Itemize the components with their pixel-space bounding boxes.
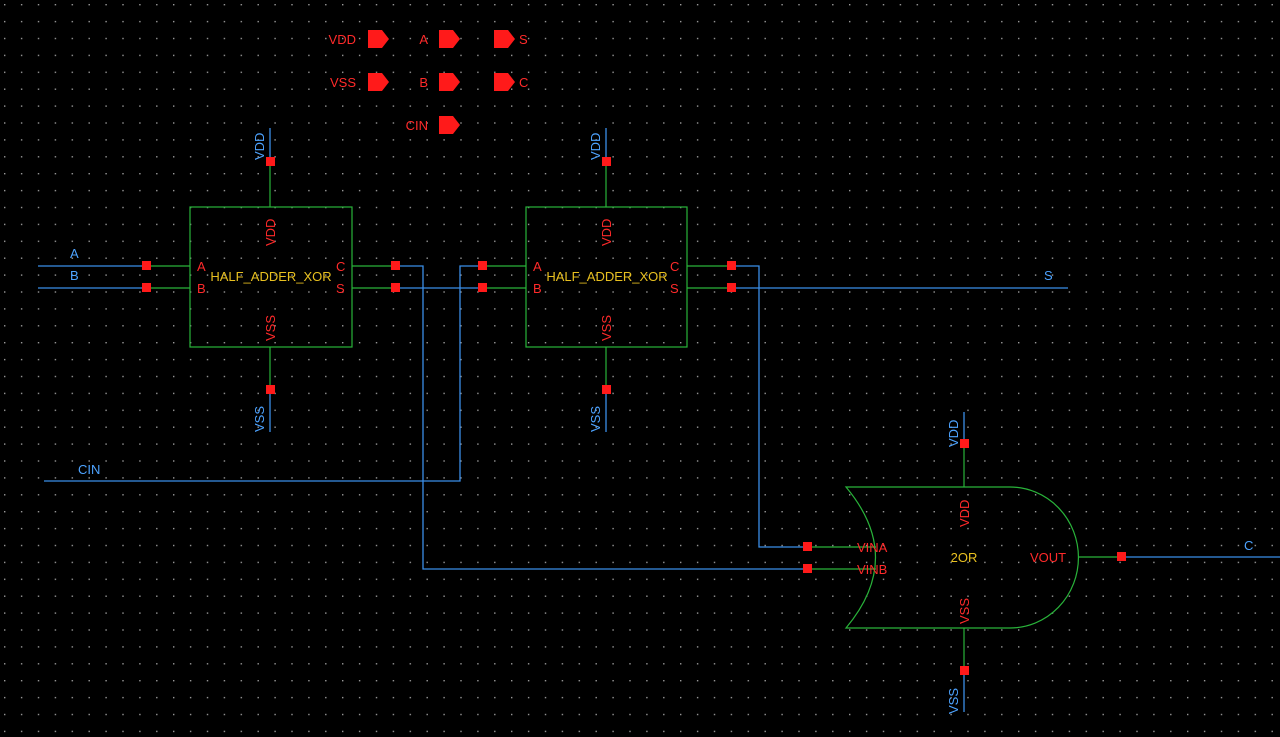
pin-label-vss: VSS [599,315,614,341]
pin-label-s: S [336,281,345,296]
net-label-b: B [70,268,79,283]
net-label-c: C [1244,538,1253,553]
terminal-ha2-b[interactable] [478,283,487,292]
instance-cell-name: 2OR [951,550,978,565]
net-label-vss: VSS [588,406,603,432]
net-label-vdd: VDD [252,133,267,160]
output-pin-icon [494,73,515,91]
terminal-ha2-vss[interactable] [602,385,611,394]
instance-body [189,206,353,348]
terminal-ha1-c[interactable] [391,261,400,270]
instance-cell-name: HALF_ADDER_XOR [210,269,331,284]
terminal-ha2-vdd[interactable] [602,157,611,166]
pin-label-c: C [336,259,345,274]
or-gate-instance[interactable]: 2OR VDD VSS VINA VINB VOUT VDD VSS [808,420,1121,714]
net-label-a: A [70,246,79,261]
input-pin-icon [368,73,389,91]
wires [38,128,1280,712]
io-pin-vdd[interactable]: VDD [329,30,389,48]
io-pin-cin[interactable]: CIN [406,116,460,134]
pin-label-vina: VINA [857,540,888,555]
pin-label-vdd: VDD [263,219,278,246]
pin-label-vout: VOUT [1030,550,1066,565]
pin-label-b: B [533,281,542,296]
input-pin-icon [439,116,460,134]
terminal-or-vinb[interactable] [803,564,812,573]
pin-label-c: C [670,259,679,274]
io-pin-vss-label: VSS [330,75,356,90]
instance-cell-name: HALF_ADDER_XOR [546,269,667,284]
pin-label-vinb: VINB [857,562,887,577]
terminal-ha1-a[interactable] [142,261,151,270]
wire-ha1-c-to-vinb[interactable] [396,265,808,570]
io-pin-a-label: A [419,32,428,47]
terminal-ha2-c[interactable] [727,261,736,270]
pin-label-vss: VSS [957,598,972,624]
io-pin-c-label: C [519,75,528,90]
terminal-ha2-a[interactable] [478,261,487,270]
io-pin-b-label: B [419,75,428,90]
wire-cin[interactable] [44,265,483,482]
io-pin-b[interactable]: B [419,73,460,91]
net-label-s: S [1044,268,1053,283]
net-label-cin: CIN [78,462,100,477]
input-pin-icon [368,30,389,48]
io-pin-c[interactable]: C [494,73,528,91]
io-pin-s-label: S [519,32,528,47]
input-pin-icon [439,30,460,48]
io-pin-s[interactable]: S [494,30,528,48]
input-pin-icon [439,73,460,91]
half-adder-1-instance[interactable]: HALF_ADDER_XOR VDD VSS A B C S VDD VSS [147,133,396,432]
net-label-vss: VSS [946,688,961,714]
wire-ha2-c-to-vina[interactable] [731,265,808,548]
output-pin-icon [494,30,515,48]
terminal-ha1-b[interactable] [142,283,151,292]
terminal-or-vout[interactable] [1117,552,1126,561]
terminal-or-vdd[interactable] [960,439,969,448]
terminals [142,157,1126,675]
pin-label-a: A [197,259,206,274]
net-label-vdd: VDD [946,420,961,447]
net-label-vss: VSS [252,406,267,432]
pin-label-vss: VSS [263,315,278,341]
terminal-ha1-vdd[interactable] [266,157,275,166]
io-pin-vss[interactable]: VSS [330,73,389,91]
io-pin-a[interactable]: A [419,30,460,48]
terminal-or-vss[interactable] [960,666,969,675]
io-pin-vdd-label: VDD [329,32,356,47]
terminal-ha1-vss[interactable] [266,385,275,394]
terminal-ha1-s[interactable] [391,283,400,292]
io-pin-cin-label: CIN [406,118,428,133]
pin-label-vdd: VDD [957,500,972,527]
terminal-or-vina[interactable] [803,542,812,551]
pin-label-a: A [533,259,542,274]
pin-label-s: S [670,281,679,296]
terminal-ha2-s[interactable] [727,283,736,292]
half-adder-2-instance[interactable]: HALF_ADDER_XOR VDD VSS A B C S VDD VSS [483,133,731,432]
or-gate-body [844,486,1080,629]
pin-label-vdd: VDD [599,219,614,246]
net-label-vdd: VDD [588,133,603,160]
pin-label-b: B [197,281,206,296]
